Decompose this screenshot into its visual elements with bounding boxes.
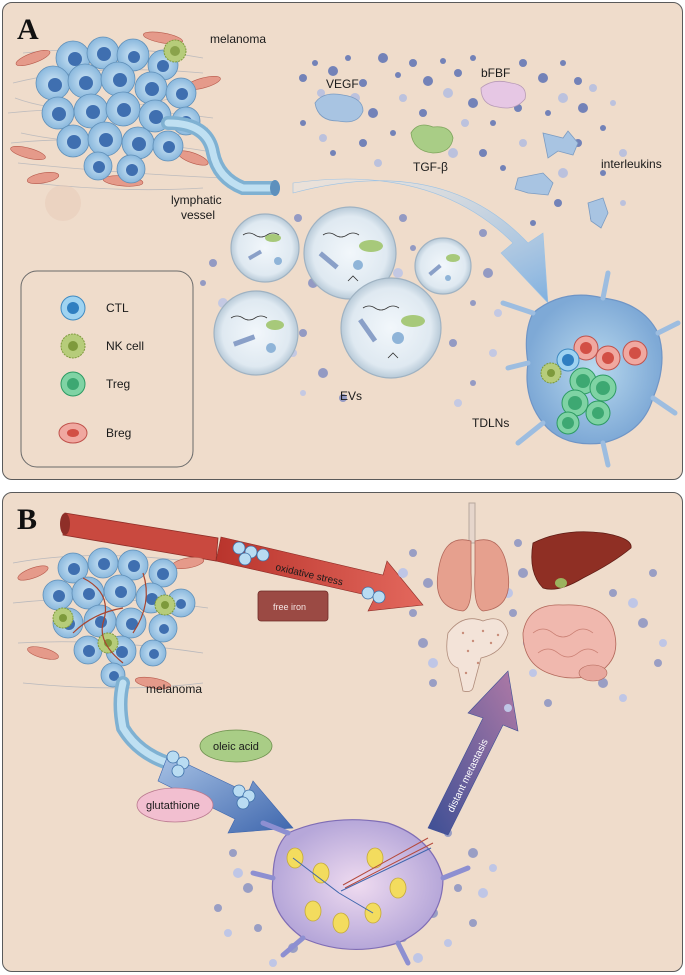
tgfb-molecule [410,124,454,154]
cytokine-dots [299,53,627,226]
legend-breg-label: Breg [106,426,131,440]
legend-box [20,270,194,468]
oleic-acid-bubble [199,729,273,763]
ev-1 [230,213,300,283]
extracellular-vesicles [213,206,472,379]
lungs-icon [436,502,510,612]
glutathione-label: glutathione [146,800,200,812]
flow-arrow [292,178,549,304]
tdln-lymph-node [500,270,681,468]
panel-a-letter: A [17,13,39,46]
ev-background-dots [200,214,493,402]
melanoma-label-b: melanoma [146,682,202,696]
tgfb-label: TGF-β [413,160,448,174]
bfbf-label: bFBF [481,66,510,80]
bfbf-molecule [480,80,526,109]
panel-a: A melanoma lymphatic vessel VEGF bFBF TG… [2,2,683,480]
legend-treg-icon [60,371,86,397]
bone-icon [446,618,509,692]
legend-ctl-label: CTL [106,301,129,315]
interleukin-molecules [514,130,609,229]
legend-nk-label: NK cell [106,339,144,353]
lymph-node-b [250,819,471,966]
vegf-label: VEGF [326,77,359,91]
distant-metastasis-arrow [427,670,519,836]
melanoma-label-a: melanoma [210,32,266,46]
liver-icon [531,531,632,590]
interleukins-label: interleukins [601,157,662,171]
brain-icon [522,604,617,682]
panel-b-letter: B [17,503,37,536]
ctc-clusters-blood [232,541,386,604]
melanoma-tumor [35,36,201,184]
nk-cells-b [52,594,176,654]
oleic-acid-label: oleic acid [213,741,259,753]
ev-2 [303,206,397,300]
legend-ctl-icon [60,295,86,321]
free-iron-box [257,590,329,622]
evs-label: EVs [340,389,362,403]
glutathione-bubble [136,787,214,823]
free-iron-label: free iron [273,602,306,612]
fibroblasts-b [17,557,205,690]
tumor-capillaries [72,572,147,664]
lymphatic-vessel-label-2: vessel [181,208,215,222]
panel-b-illustration: B oxidative stress free iron melanoma ol… [12,502,667,967]
legend-breg-icon [58,422,88,444]
panel-b: B oxidative stress free iron melanoma ol… [2,492,683,972]
ev-5 [340,277,442,379]
ghost-cell [45,185,81,221]
ctc-clusters-lymph [166,750,256,810]
lymphatic-vessel-label-1: lymphatic [171,193,222,207]
legend-nk-icon [60,333,86,359]
legend-treg-label: Treg [106,377,130,391]
ev-3 [414,237,472,295]
panel-a-illustration: A melanoma lymphatic vessel VEGF bFBF TG… [7,13,681,468]
tdln-cells [540,335,648,435]
organ-dots [409,539,662,707]
lymph-dots-b-light [224,864,497,967]
melanoma-tumor-b [42,547,196,688]
nk-cell-tumor [163,39,187,63]
tdlns-label: TDLNs [472,416,509,430]
vegf-molecule [314,93,364,123]
ev-4 [213,290,299,376]
